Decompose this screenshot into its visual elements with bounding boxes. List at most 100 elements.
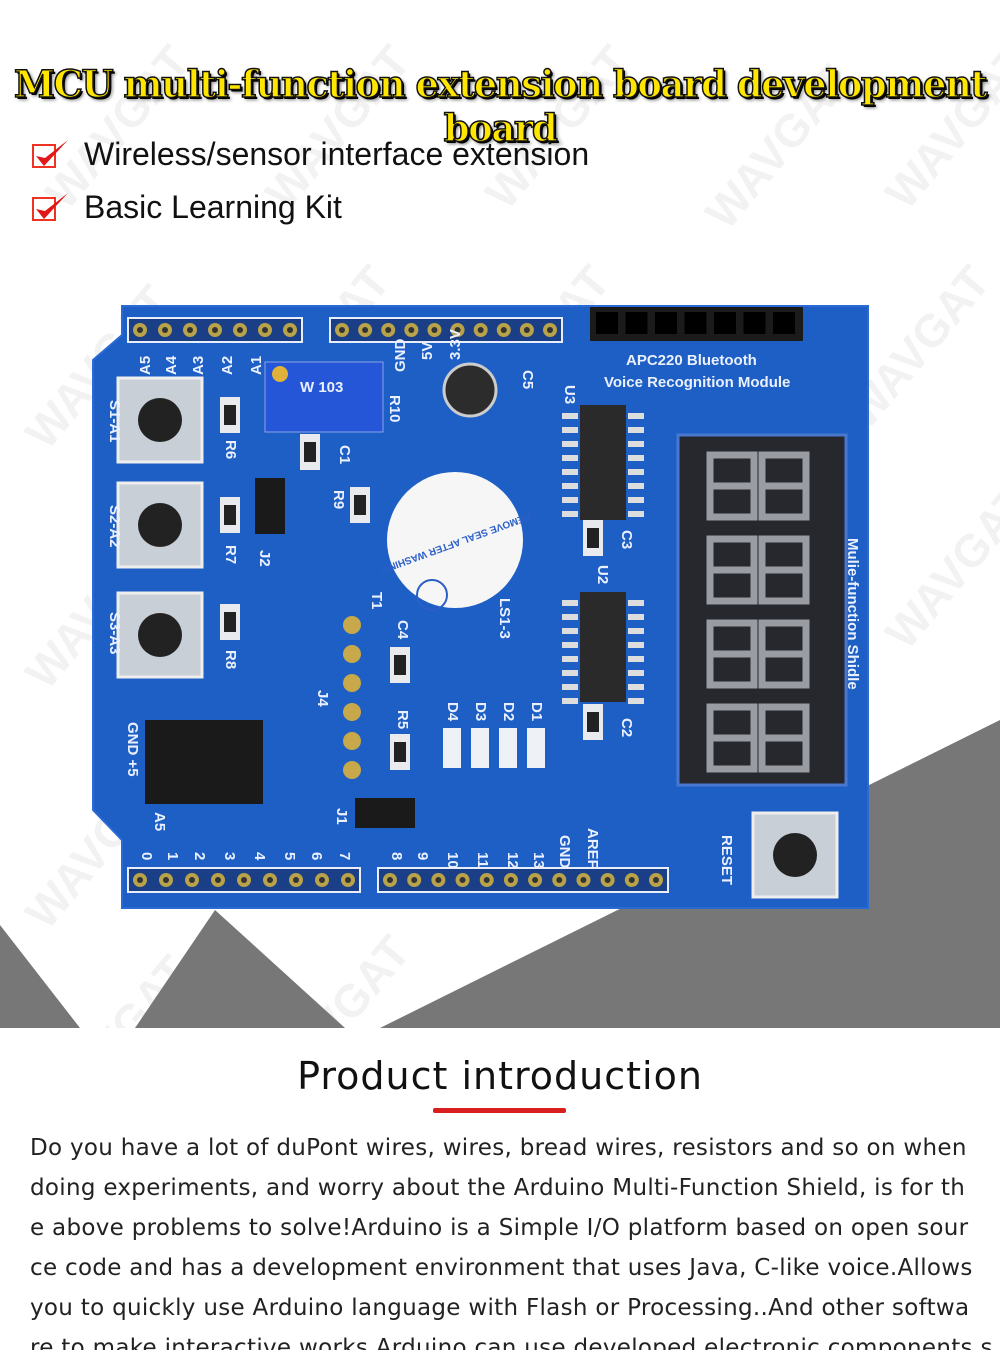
module-label: APC220 Bluetooth xyxy=(626,352,757,369)
silkscreen-label: U2 xyxy=(594,565,611,584)
push-button xyxy=(116,481,204,569)
ic-chip xyxy=(580,592,626,702)
paragraph-line: re to make interactive works.Arduino can… xyxy=(30,1335,993,1350)
silkscreen-label: 2 xyxy=(191,852,208,860)
silkscreen-label: C3 xyxy=(618,530,635,549)
intro-paragraph: Do you have a lot of duPont wires, wires… xyxy=(30,1128,993,1350)
silkscreen-label: 7 xyxy=(336,852,353,860)
silkscreen-label: R10 xyxy=(386,395,403,423)
silkscreen-label: AREF xyxy=(584,828,601,869)
pin xyxy=(343,761,361,779)
paragraph-line: e above problems to solve!Arduino is a S… xyxy=(30,1215,969,1241)
silkscreen-label: A5 xyxy=(151,812,168,831)
silkscreen-label: T1 xyxy=(368,592,385,610)
silkscreen-label: LS1-3 xyxy=(496,598,513,639)
silkscreen-label: 8 xyxy=(388,852,405,860)
pin xyxy=(343,645,361,663)
checkmark-icon xyxy=(32,138,68,172)
silkscreen-label: 6 xyxy=(308,852,325,860)
silkscreen-label: 0 xyxy=(138,852,155,860)
silkscreen-label: J4 xyxy=(314,690,331,707)
silkscreen-label: R8 xyxy=(222,650,239,669)
feature-item: Wireless/sensor interface extension xyxy=(32,136,589,173)
pin xyxy=(343,703,361,721)
silkscreen-label: R9 xyxy=(330,490,347,509)
silkscreen-label: 9 xyxy=(414,852,431,860)
silkscreen-label: A4 xyxy=(163,355,180,375)
button-cap xyxy=(773,833,817,877)
silkscreen-label: R7 xyxy=(222,545,239,564)
led xyxy=(527,728,545,768)
button-cap xyxy=(138,398,182,442)
silkscreen-label: D2 xyxy=(500,702,517,721)
digital-header-high xyxy=(377,867,669,893)
electrolytic-capacitor xyxy=(442,362,498,418)
jumper-j1 xyxy=(355,798,415,828)
buzzer xyxy=(387,472,523,608)
button-cap xyxy=(138,503,182,547)
section-heading: Product introduction xyxy=(297,1054,703,1098)
silkscreen-label: RESET xyxy=(718,835,735,885)
silkscreen-label: 10 xyxy=(444,852,461,869)
silkscreen-label: U3 xyxy=(561,385,578,404)
silkscreen-label: A3 xyxy=(190,356,207,375)
jumper-j2 xyxy=(255,478,285,534)
silkscreen-label: 3 xyxy=(221,852,238,860)
silkscreen-label: 1 xyxy=(164,852,181,860)
plus-icon xyxy=(416,579,448,611)
silkscreen-label: D4 xyxy=(444,702,461,722)
silkscreen-label: S3-A3 xyxy=(106,612,123,655)
silkscreen-label: C4 xyxy=(394,620,411,640)
silkscreen-label: S2-A2 xyxy=(106,505,123,548)
ic-chip xyxy=(580,405,626,520)
product-introduction-section: Product introduction Do you have a lot o… xyxy=(0,1028,1000,1350)
grey-background-shape xyxy=(135,910,345,1028)
silkscreen-label: C2 xyxy=(618,718,635,737)
silkscreen-label: R6 xyxy=(222,440,239,459)
paragraph-line: ce code and has a development environmen… xyxy=(30,1255,973,1281)
silkscreen-label: 4 xyxy=(251,852,268,861)
feature-label: Basic Learning Kit xyxy=(84,189,342,225)
paragraph-line: you to quickly use Arduino language with… xyxy=(30,1295,970,1321)
silkscreen-label: C1 xyxy=(336,445,353,464)
board-name-label: Mulie-function Shidle xyxy=(844,538,861,690)
module-label: Voice Recognition Module xyxy=(604,374,790,391)
silkscreen-label: GND xyxy=(556,835,573,869)
feature-label: Wireless/sensor interface extension xyxy=(84,136,590,172)
silkscreen-label: A5 xyxy=(137,356,154,375)
pin xyxy=(343,616,361,634)
silkscreen-label: 3.3V xyxy=(447,329,464,360)
pin xyxy=(343,732,361,750)
silkscreen-label: D1 xyxy=(528,702,545,721)
silkscreen-label: S1-A1 xyxy=(106,400,123,443)
silkscreen-label: 13 xyxy=(530,852,547,869)
silkscreen-label: 5 xyxy=(281,852,298,860)
silkscreen-label: C5 xyxy=(519,370,536,389)
silkscreen-label: GND xyxy=(392,339,409,373)
page-title: MCU multi-function extension board devel… xyxy=(13,61,988,151)
feature-item: Basic Learning Kit xyxy=(32,189,342,226)
silkscreen-label: R5 xyxy=(394,710,411,729)
pcb-board xyxy=(92,305,869,909)
silkscreen-label: 5V xyxy=(419,342,436,360)
heading-underline xyxy=(433,1108,566,1113)
paragraph-line: doing experiments, and worry about the A… xyxy=(30,1175,966,1201)
pin xyxy=(343,674,361,692)
silkscreen-label: A2 xyxy=(219,356,236,375)
silkscreen-label: J1 xyxy=(333,808,350,825)
grey-background-shape xyxy=(0,925,80,1028)
pin-header-block xyxy=(145,720,263,804)
silkscreen-label: GND +5 xyxy=(124,722,141,777)
paragraph-line: Do you have a lot of duPont wires, wires… xyxy=(30,1135,967,1161)
led xyxy=(499,728,517,768)
led xyxy=(443,728,461,768)
silkscreen-label: 11 xyxy=(474,852,491,868)
silkscreen-label: 12 xyxy=(504,852,521,869)
pot-screw xyxy=(272,366,288,382)
button-cap xyxy=(138,613,182,657)
silkscreen-label: J2 xyxy=(256,550,273,567)
led xyxy=(471,728,489,768)
checkmark-icon xyxy=(32,191,68,225)
